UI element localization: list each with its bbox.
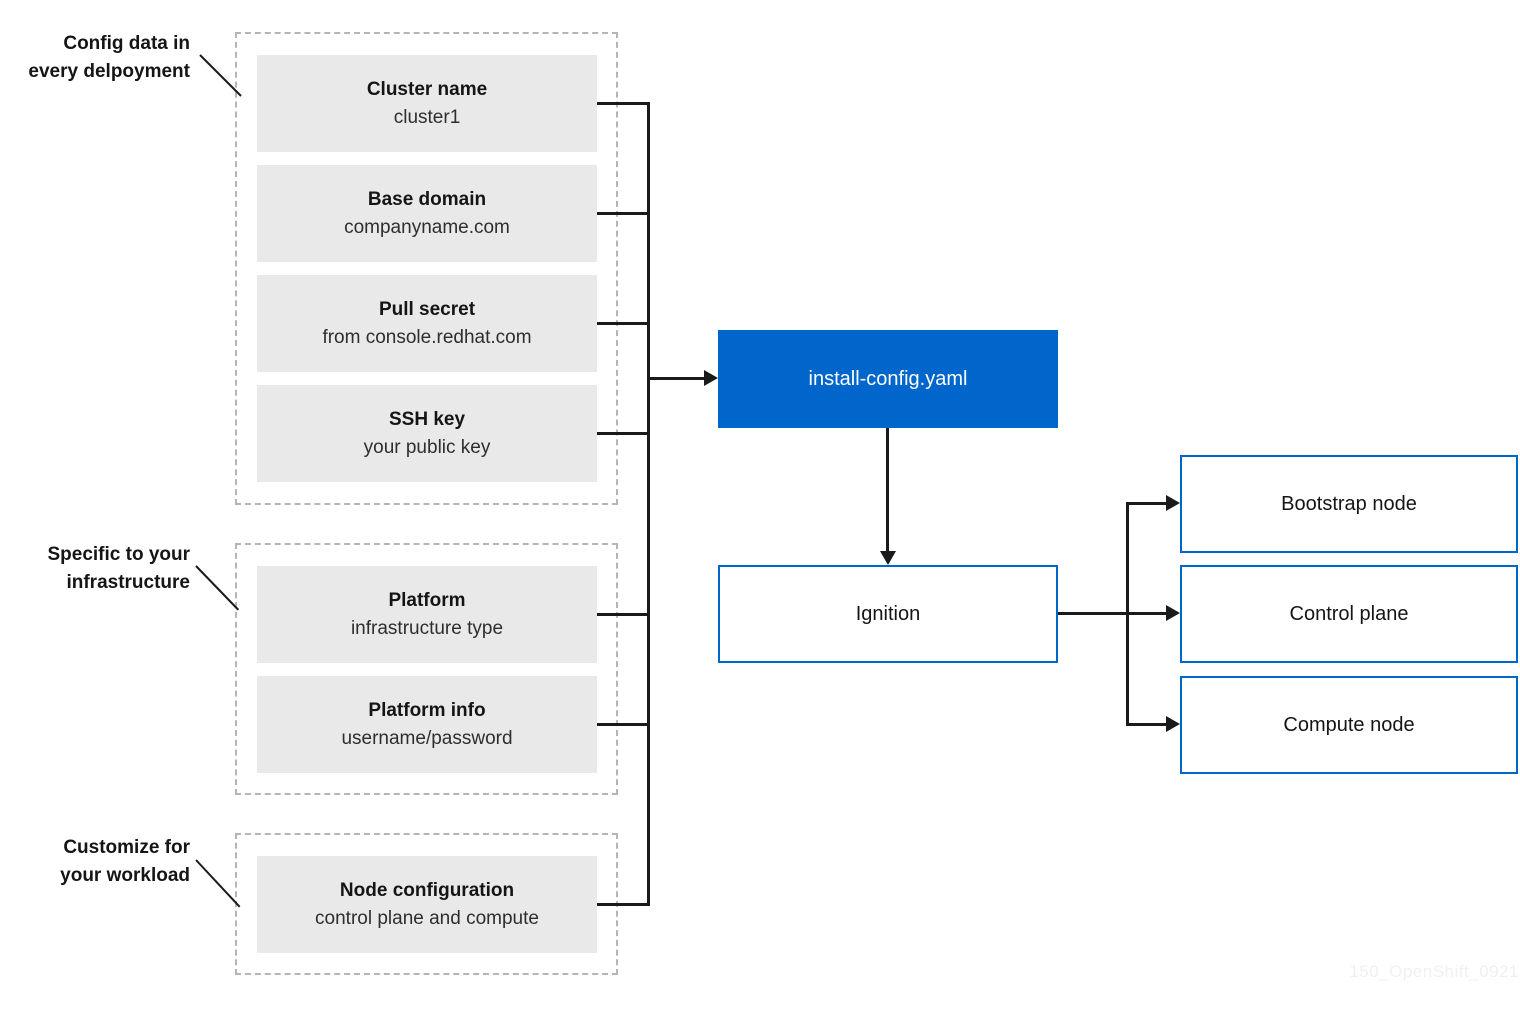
config-box-title: Pull secret xyxy=(378,299,476,320)
connector-base-domain xyxy=(597,212,650,215)
group-label-workload: Customize for your workload xyxy=(0,834,190,890)
trunk-line xyxy=(647,102,650,906)
node-box-bootstrap: Bootstrap node xyxy=(1180,455,1518,553)
group-label-line: Specific to your xyxy=(47,544,190,565)
arrowhead-install-config-icon xyxy=(704,370,718,386)
ignition-label: Ignition xyxy=(855,602,921,625)
config-box-subtitle: cluster1 xyxy=(393,107,461,128)
config-box-title: Node configuration xyxy=(339,880,515,901)
arrow-shaft-install-config xyxy=(648,377,704,380)
config-box-pull-secret: Pull secret from console.redhat.com xyxy=(257,275,597,372)
config-box-platform: Platform infrastructure type xyxy=(257,566,597,663)
config-box-title: Cluster name xyxy=(366,79,488,100)
node-box-compute: Compute node xyxy=(1180,676,1518,774)
arrowhead-compute-icon xyxy=(1166,716,1180,732)
config-box-node-configuration: Node configuration control plane and com… xyxy=(257,856,597,953)
arrow-shaft-compute xyxy=(1128,723,1166,726)
config-box-title: Platform xyxy=(388,590,466,611)
label-pointer-line xyxy=(195,565,240,611)
node-branch-line xyxy=(1126,502,1129,726)
group-label-infrastructure: Specific to your infrastructure xyxy=(0,541,190,597)
group-label-line: Customize for xyxy=(63,837,190,858)
config-box-title: SSH key xyxy=(388,409,466,430)
config-box-subtitle: control plane and compute xyxy=(315,908,539,929)
connector-node-configuration xyxy=(597,903,650,906)
arrow-shaft-control-plane xyxy=(1058,612,1166,615)
arrow-shaft-ignition xyxy=(886,428,889,551)
config-box-subtitle: from console.redhat.com xyxy=(322,327,532,348)
config-box-subtitle: your public key xyxy=(363,437,491,458)
config-box-ssh-key: SSH key your public key xyxy=(257,385,597,482)
connector-platform xyxy=(597,613,650,616)
install-config-box: install-config.yaml xyxy=(718,330,1058,428)
config-box-title: Base domain xyxy=(367,189,487,210)
group-label-line: Config data in xyxy=(63,33,190,54)
group-infrastructure xyxy=(235,543,618,795)
config-box-subtitle: username/password xyxy=(341,728,513,749)
connector-ssh-key xyxy=(597,432,650,435)
config-box-cluster-name: Cluster name cluster1 xyxy=(257,55,597,152)
node-label: Compute node xyxy=(1283,713,1415,736)
node-label: Control plane xyxy=(1289,602,1409,625)
arrowhead-ignition-icon xyxy=(880,551,896,565)
arrowhead-bootstrap-icon xyxy=(1166,495,1180,511)
config-box-base-domain: Base domain companyname.com xyxy=(257,165,597,262)
node-box-control-plane: Control plane xyxy=(1180,565,1518,663)
group-config-data xyxy=(235,32,618,505)
group-label-config-data: Config data in every delpoyment xyxy=(0,30,190,86)
group-label-line: your workload xyxy=(60,865,190,886)
group-label-line: infrastructure xyxy=(66,572,190,593)
connector-cluster-name xyxy=(597,102,650,105)
arrowhead-control-plane-icon xyxy=(1166,605,1180,621)
config-box-platform-info: Platform info username/password xyxy=(257,676,597,773)
arrow-shaft-bootstrap xyxy=(1128,502,1166,505)
connector-platform-info xyxy=(597,723,650,726)
node-label: Bootstrap node xyxy=(1281,492,1417,515)
group-label-line: every delpoyment xyxy=(28,61,190,82)
install-config-label: install-config.yaml xyxy=(808,367,968,390)
connector-pull-secret xyxy=(597,322,650,325)
config-box-subtitle: infrastructure type xyxy=(350,618,504,639)
ignition-box: Ignition xyxy=(718,565,1058,663)
config-box-subtitle: companyname.com xyxy=(344,217,510,238)
watermark-text: 150_OpenShift_0921 xyxy=(1349,962,1519,981)
config-box-title: Platform info xyxy=(368,700,486,721)
label-pointer-line xyxy=(195,859,241,908)
